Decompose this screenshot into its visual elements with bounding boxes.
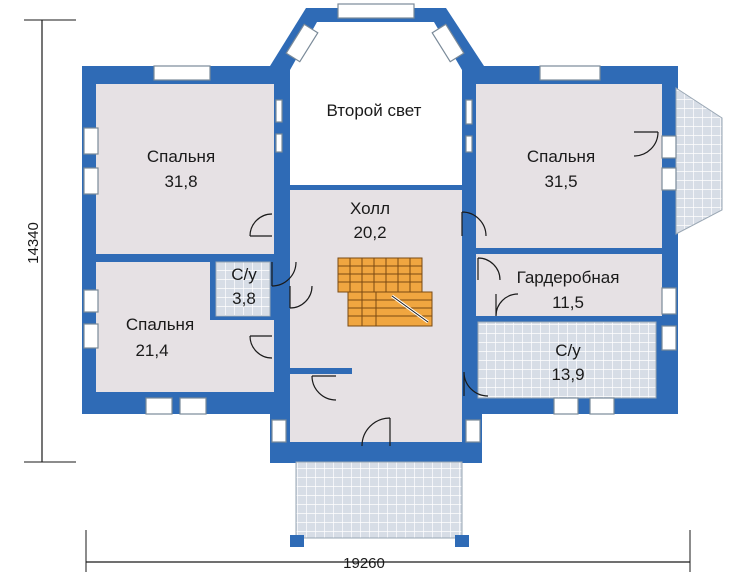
- area-bedroom-top-left: 31,8: [164, 172, 197, 191]
- doors: [249, 131, 659, 447]
- dimension-height-label: 14340: [25, 222, 42, 264]
- bathroom-large-area: [477, 321, 657, 399]
- label-second-light: Второй свет: [327, 101, 422, 120]
- area-bedroom-bottom-left: 21,4: [135, 341, 168, 360]
- area-bathroom-small: 3,8: [232, 289, 256, 308]
- windows: [83, 3, 677, 443]
- label-bathroom-large: С/у: [555, 341, 581, 360]
- wardrobe-area: [476, 254, 662, 316]
- area-hall: 20,2: [353, 223, 386, 242]
- dimension-horizontal: [85, 530, 691, 572]
- label-bedroom-bottom-left: Спальня: [126, 315, 194, 334]
- bedroom-bottom-left-area: [96, 262, 210, 392]
- staircase: [337, 257, 433, 327]
- label-bathroom-small: С/у: [231, 265, 257, 284]
- dimension-width-label: 19260: [343, 555, 385, 572]
- area-bedroom-top-right: 31,5: [544, 172, 577, 191]
- label-hall: Холл: [350, 199, 390, 218]
- area-wardrobe: 11,5: [552, 293, 584, 312]
- bedroom-top-right-area: [476, 84, 662, 248]
- dimension-vertical: [24, 19, 76, 463]
- entrance-porch: [290, 461, 469, 547]
- vestibule-area: [290, 374, 462, 442]
- label-wardrobe: Гардеробная: [517, 268, 620, 287]
- bedroom-top-left-area: [96, 84, 274, 254]
- label-bedroom-top-left: Спальня: [147, 147, 215, 166]
- bay-balcony: [675, 87, 723, 235]
- bathroom-small-area: [215, 261, 271, 317]
- second-light-area: [290, 22, 462, 185]
- label-bedroom-top-right: Спальня: [527, 147, 595, 166]
- area-bathroom-large: 13,9: [551, 365, 584, 384]
